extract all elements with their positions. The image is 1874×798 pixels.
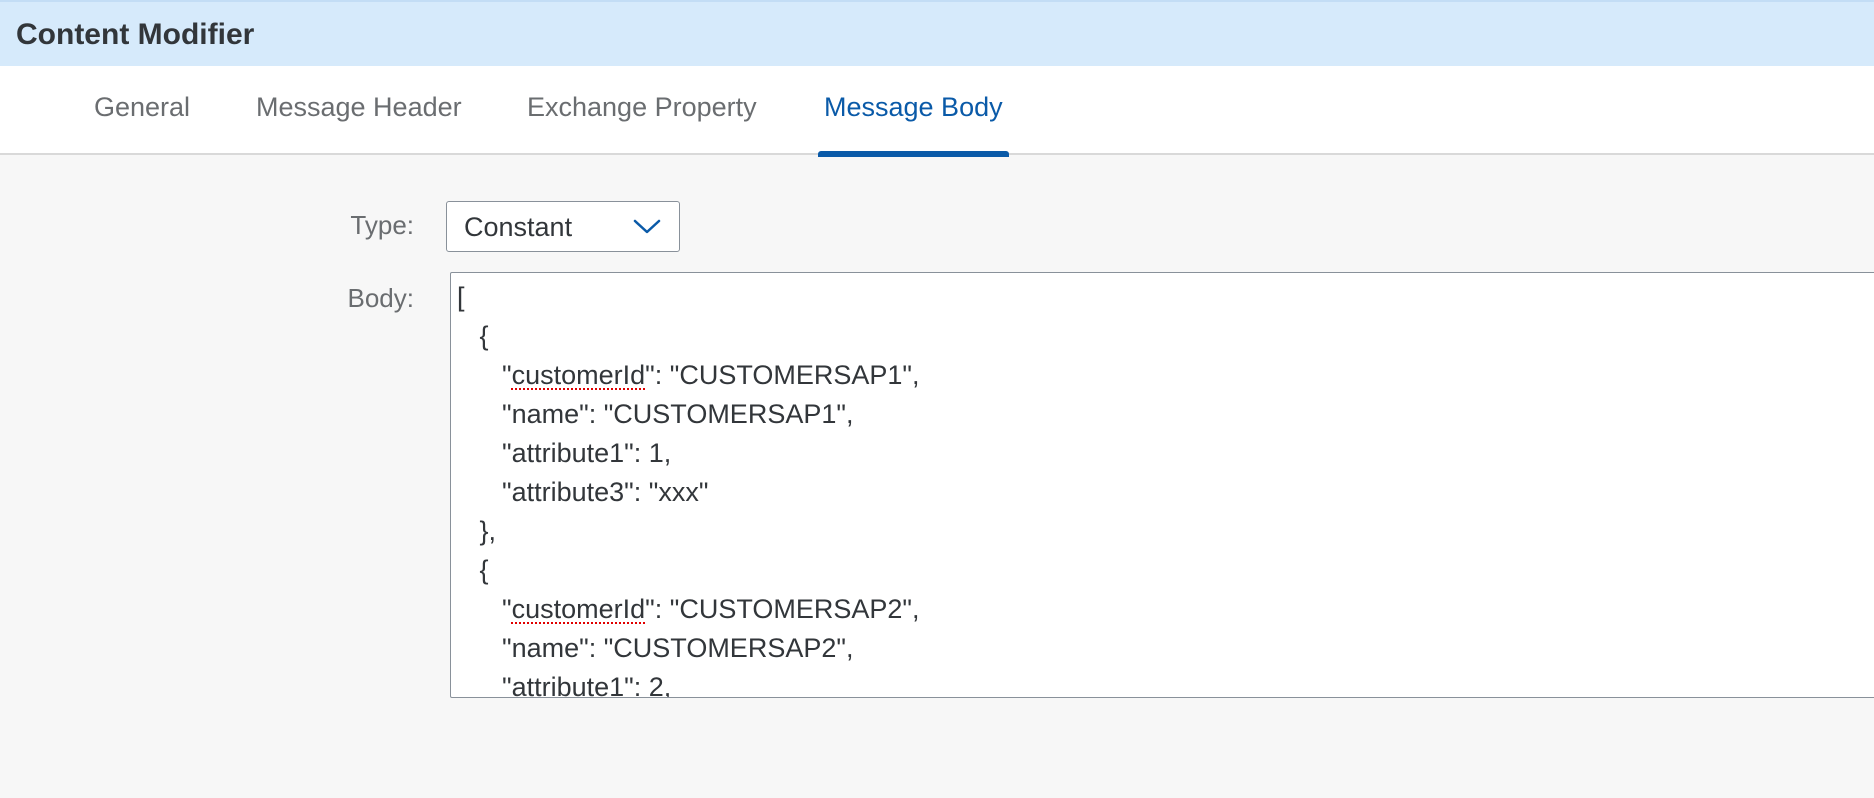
type-select-value: Constant [464,212,573,242]
type-select[interactable]: Constant [446,201,680,252]
code-line: "name": "CUSTOMERSAP1", [457,399,854,429]
selected-tab-indicator [818,151,1009,157]
tab-bar: General Message Header Exchange Property… [0,66,1874,157]
code-line: "name": "CUSTOMERSAP2", [457,633,854,663]
tab-message-body-label: Message Body [824,92,1003,122]
body-textarea[interactable]: [ { "customerId": "CUSTOMERSAP1", "name"… [450,272,1874,698]
body-label: Body: [347,283,415,313]
page-title: Content Modifier [16,18,255,51]
code-line: { [457,321,489,351]
code-line: "attribute1": 2, [457,672,672,698]
code-line: }, [457,516,497,546]
spellcheck-word: customerId [511,360,646,390]
tab-message-header[interactable]: Message Header [256,92,462,122]
title-bar: Content Modifier [0,0,1874,66]
code-line: [ [457,282,465,312]
chevron-down-icon [633,219,661,234]
tab-exchange-property[interactable]: Exchange Property [527,92,757,122]
tab-general[interactable]: General [94,92,191,122]
code-line: "attribute1": 1, [457,438,672,468]
code-line: "customerId": "CUSTOMERSAP2", [457,594,920,624]
code-line: "customerId": "CUSTOMERSAP1", [457,360,920,390]
tab-message-body[interactable]: Message Body [818,92,1009,157]
spellcheck-word: customerId [511,594,646,624]
code-line: "attribute3": "xxx" [457,477,709,507]
type-label: Type: [350,210,414,240]
code-line: { [457,555,489,585]
